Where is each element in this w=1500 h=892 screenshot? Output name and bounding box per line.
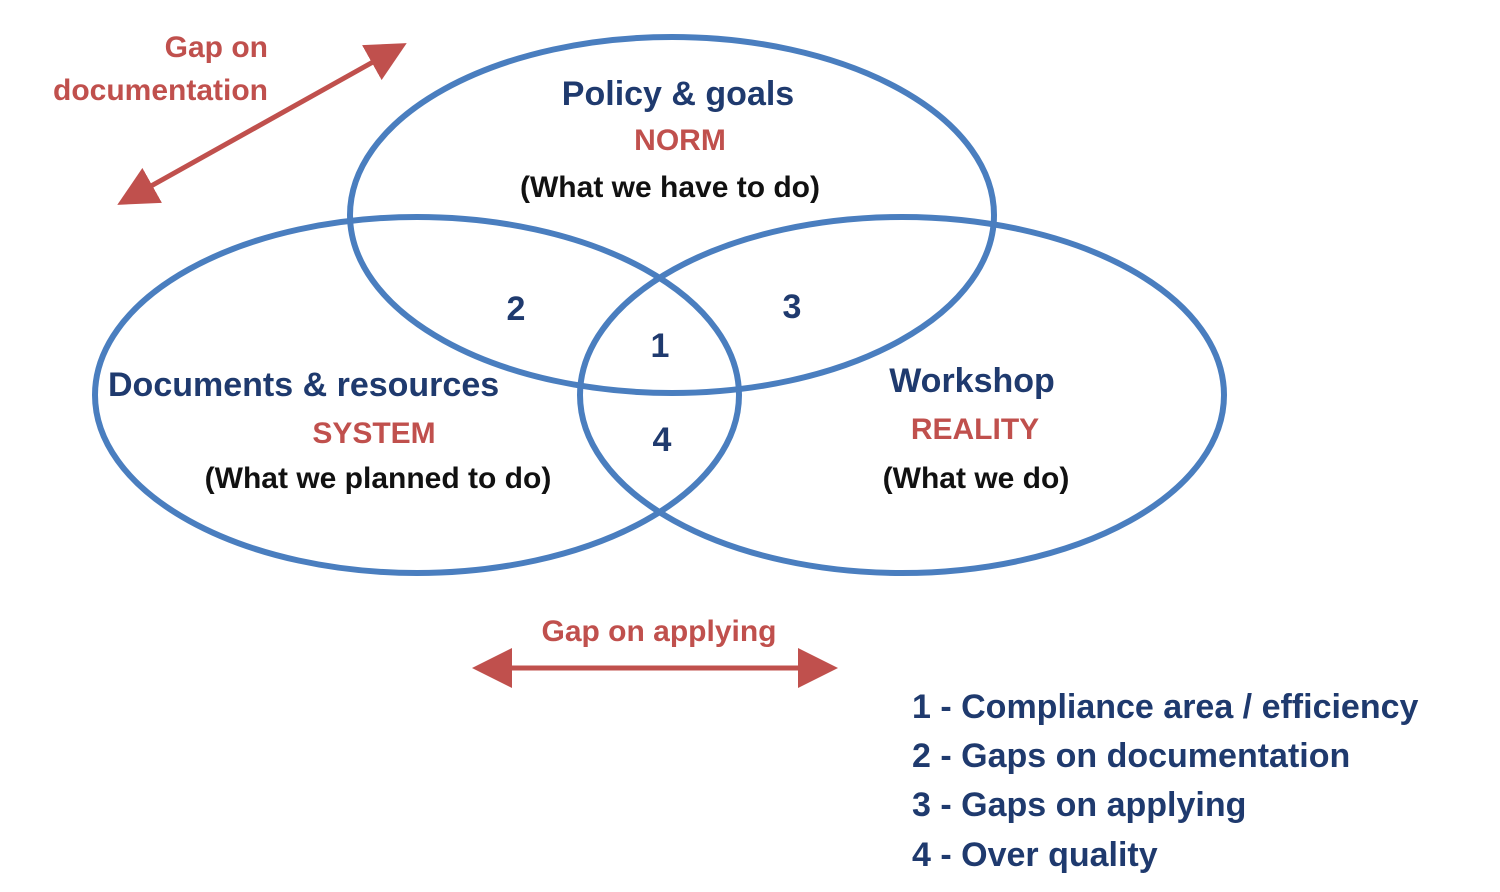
legend-item-4: 4 - Over quality (912, 836, 1158, 874)
reality-subtitle: (What we do) (882, 462, 1070, 495)
legend-item-3: 3 - Gaps on applying (912, 786, 1247, 824)
region-1-number: 1 (650, 327, 670, 365)
region-2-number: 2 (506, 290, 526, 328)
norm-subtitle: (What we have to do) (520, 171, 820, 204)
norm-tag: NORM (634, 124, 726, 157)
region-3-number: 3 (782, 288, 802, 326)
system-subtitle: (What we planned to do) (204, 462, 552, 495)
system-title: Documents & resources (108, 366, 500, 404)
gap-applying-label: Gap on applying (541, 615, 777, 648)
region-4-number: 4 (652, 421, 672, 459)
reality-title: Workshop (889, 362, 1055, 400)
legend-item-1: 1 - Compliance area / efficiency (912, 688, 1419, 726)
gap-documentation-label-line2: documentation (53, 74, 268, 107)
gap-documentation-arrow (117, 43, 407, 205)
legend-item-2: 2 - Gaps on documentation (912, 737, 1351, 775)
gap-documentation-label-line1: Gap on (164, 31, 268, 64)
system-tag: SYSTEM (312, 417, 436, 450)
norm-ellipse (347, 34, 997, 396)
reality-tag: REALITY (910, 413, 1040, 446)
system-ellipse (92, 214, 742, 576)
norm-title: Policy & goals (561, 75, 795, 113)
reality-ellipse (577, 214, 1227, 576)
